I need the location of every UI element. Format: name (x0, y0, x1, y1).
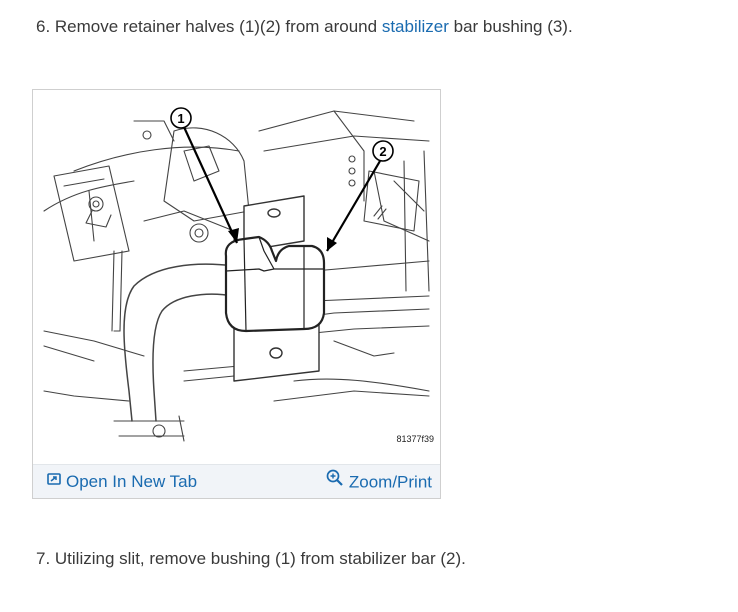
open-in-new-tab-button[interactable]: Open In New Tab (47, 471, 197, 493)
stabilizer-bushing-figure: 1 2 81377f39 Open In New Tab Zoom/Print (32, 89, 441, 499)
zoom-in-icon (326, 469, 344, 493)
callout-2-label: 2 (379, 144, 386, 159)
step-6-text-start: 6. Remove retainer halves (1)(2) from ar… (36, 17, 382, 36)
callout-2-circle (372, 140, 394, 162)
zoom-print-label: Zoom/Print (348, 472, 432, 492)
callout-1-circle (170, 107, 192, 129)
zoom-print-button[interactable]: Zoom/Print (326, 469, 432, 493)
step-7-instruction: 7. Utilizing slit, remove bushing (1) fr… (36, 549, 466, 568)
figure-action-bar: Open In New Tab Zoom/Print (33, 464, 440, 498)
figure-id: 81377f39 (396, 434, 434, 444)
step-6-instruction: 6. Remove retainer halves (1)(2) from ar… (36, 16, 573, 38)
callout-1-label: 1 (177, 111, 184, 126)
open-external-icon (47, 470, 61, 492)
stabilizer-link[interactable]: stabilizer (381, 17, 449, 36)
open-in-new-tab-label: Open In New Tab (66, 472, 198, 491)
step-6-text-end: bar bushing (3). (448, 17, 573, 36)
stabilizer-bushing-illustration: 1 2 (43, 107, 430, 442)
